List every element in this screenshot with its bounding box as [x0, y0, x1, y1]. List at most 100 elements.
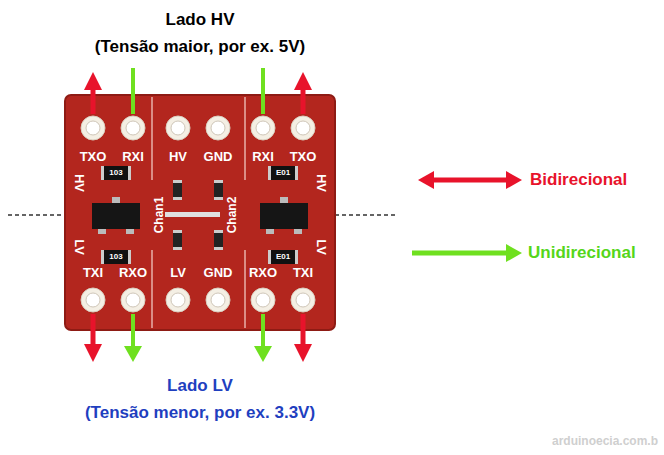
- pin-label: HV: [169, 150, 187, 164]
- bidirectional-arrow: [301, 88, 306, 114]
- resistor-symbol: [268, 166, 298, 180]
- arrow-head: [254, 346, 272, 362]
- unidirectional-line: [261, 68, 265, 114]
- side-note: (Tensão maior, por ex. 5V): [95, 38, 305, 57]
- resistor-symbol: [104, 166, 128, 180]
- arrow-head: [294, 344, 312, 362]
- pin-label: TXI: [293, 266, 313, 280]
- pin-label: RXO: [119, 266, 147, 280]
- resistor-code: E01: [276, 169, 290, 178]
- arrow-head: [84, 344, 102, 362]
- pin-pad: [206, 288, 230, 312]
- arrow-head: [124, 346, 142, 362]
- arrow-head: [506, 244, 522, 262]
- divider-line: [335, 214, 395, 216]
- pin-label: GND: [204, 266, 233, 280]
- side-heading: Lado LV: [167, 377, 233, 396]
- side-heading: Lado HV: [166, 11, 235, 30]
- legend-sample: [412, 251, 508, 256]
- arrow-head: [84, 72, 102, 90]
- transistor-lead: [280, 197, 288, 204]
- transistor: [260, 203, 308, 229]
- side-note: (Tensão menor, por ex. 3.3V): [85, 404, 315, 423]
- pin-pad: [121, 288, 145, 312]
- pin-pad: [81, 288, 105, 312]
- arrow-head: [506, 171, 522, 189]
- resistor-symbol: [101, 166, 131, 180]
- pin-hole: [296, 121, 310, 135]
- pin-hole: [211, 121, 225, 135]
- pin-pad: [206, 116, 230, 140]
- resistor-symbol: [173, 230, 182, 250]
- resistor-symbol: [173, 233, 182, 247]
- pin-pad: [166, 288, 190, 312]
- pin-hole: [171, 121, 185, 135]
- pin-pad: [291, 288, 315, 312]
- pin-hole: [126, 121, 140, 135]
- pin-label: RXI: [122, 150, 144, 164]
- channel-label: Chan2: [226, 197, 239, 234]
- transistor: [92, 203, 140, 229]
- unidirectional-arrow: [261, 314, 265, 348]
- pin-label: LV: [170, 266, 186, 280]
- watermark: arduinoecia.com.b: [552, 435, 658, 448]
- pin-hole: [171, 293, 185, 307]
- pin-label: TXO: [80, 150, 107, 164]
- unidirectional-arrow: [131, 314, 135, 348]
- legend-text: Unidirecional: [528, 244, 636, 263]
- resistor-symbol: [214, 180, 223, 200]
- side-mark: LV: [72, 239, 86, 255]
- bidirectional-arrow: [91, 88, 96, 114]
- pin-label: TXO: [290, 150, 317, 164]
- solder-jumper: [165, 212, 220, 217]
- pin-hole: [256, 121, 270, 135]
- resistor-code: 103: [109, 253, 122, 262]
- pin-pad: [121, 116, 145, 140]
- pin-hole: [86, 121, 100, 135]
- pin-pad: [251, 288, 275, 312]
- pin-hole: [256, 293, 270, 307]
- resistor-symbol: [104, 250, 128, 264]
- resistor-symbol: [173, 183, 182, 197]
- resistor-code: E01: [276, 253, 290, 262]
- board-section-line: [151, 250, 153, 328]
- resistor-symbol: [271, 166, 295, 180]
- pin-label: TXI: [83, 266, 103, 280]
- pin-pad: [291, 116, 315, 140]
- divider-line: [8, 214, 65, 216]
- resistor-code: 103: [109, 169, 122, 178]
- legend-text: Bidirecional: [530, 171, 627, 190]
- side-mark: LV: [314, 239, 328, 255]
- unidirectional-line: [131, 68, 135, 114]
- board-section-line: [244, 97, 246, 180]
- side-mark: HV: [72, 174, 86, 192]
- resistor-symbol: [214, 183, 223, 197]
- arrow-head: [418, 171, 434, 189]
- resistor-symbol: [271, 250, 295, 264]
- pcb-board: [65, 95, 335, 330]
- resistor-symbol: [214, 230, 223, 250]
- resistor-symbol: [268, 250, 298, 264]
- pin-hole: [126, 293, 140, 307]
- bidirectional-arrow: [301, 314, 306, 346]
- pin-pad: [166, 116, 190, 140]
- channel-label: Chan1: [153, 197, 166, 234]
- board-section-line: [151, 97, 153, 180]
- pin-hole: [211, 293, 225, 307]
- pin-pad: [81, 116, 105, 140]
- pin-label: RXI: [252, 150, 274, 164]
- legend-sample: [432, 178, 508, 183]
- arrow-head: [294, 72, 312, 90]
- side-mark: HV: [314, 174, 328, 192]
- board-section-line: [244, 250, 246, 328]
- transistor-lead: [112, 197, 120, 204]
- pin-hole: [296, 293, 310, 307]
- resistor-symbol: [101, 250, 131, 264]
- pin-pad: [251, 116, 275, 140]
- pin-hole: [86, 293, 100, 307]
- bidirectional-arrow: [91, 314, 96, 346]
- pin-label: RXO: [249, 266, 277, 280]
- resistor-symbol: [214, 233, 223, 247]
- resistor-symbol: [173, 180, 182, 200]
